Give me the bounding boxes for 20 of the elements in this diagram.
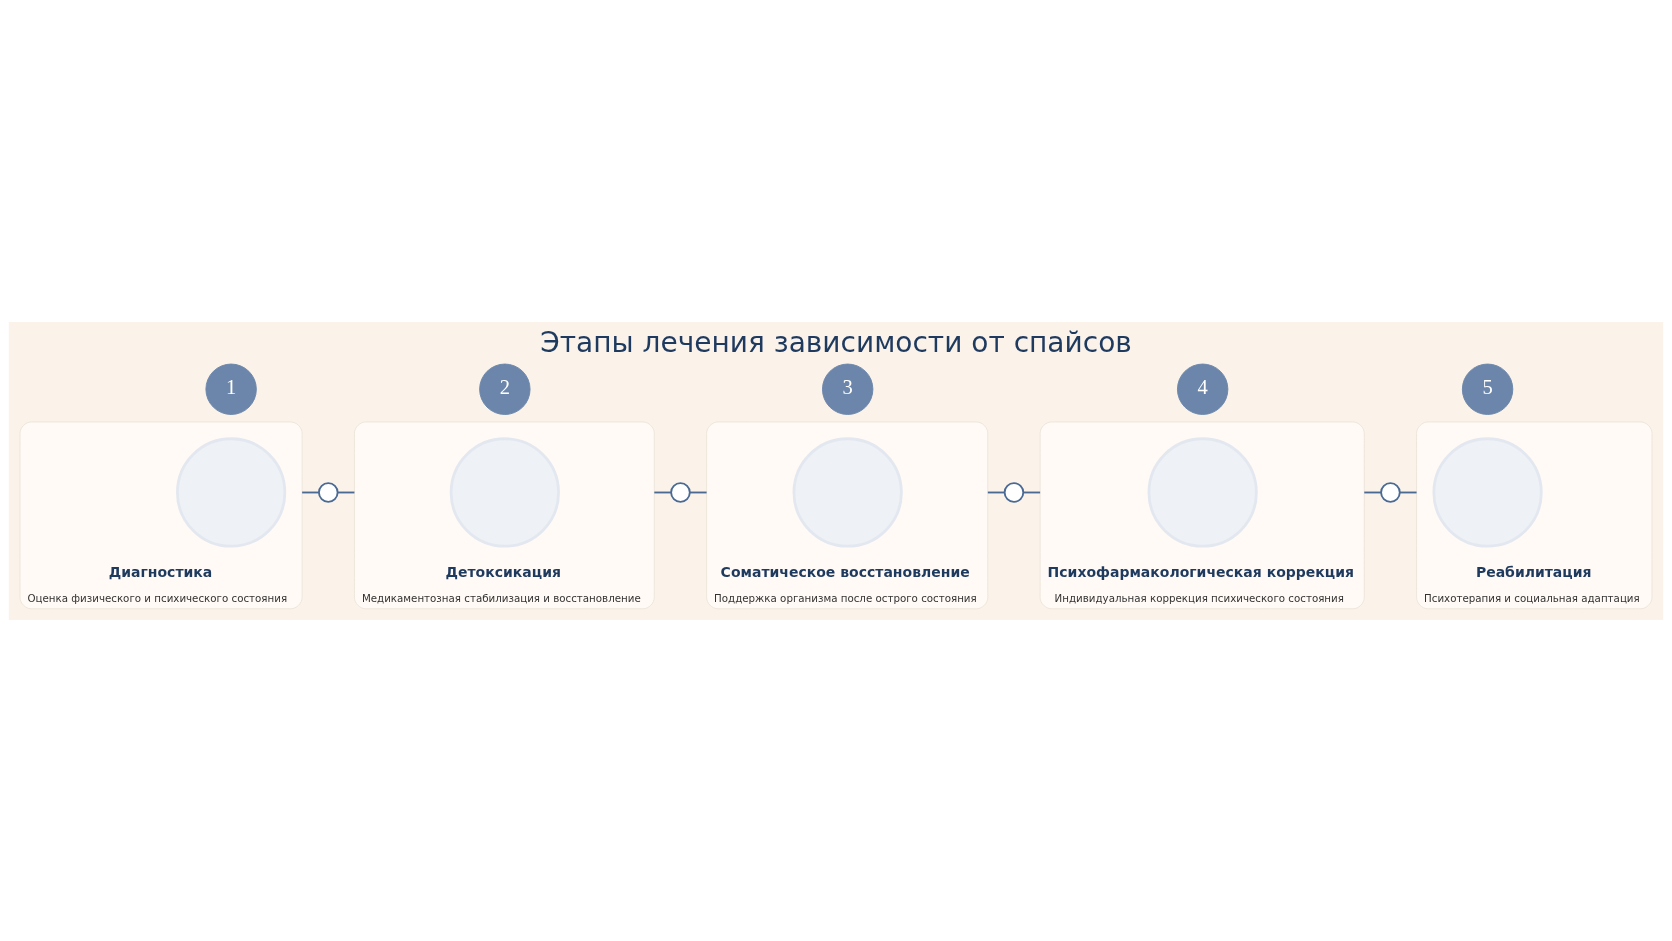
node-circle: 1 <box>205 363 257 415</box>
cluster: Детоксикация Медикаментозная стабилизация и восстановление <box>353 421 655 609</box>
diagram-title: Этапы лечения зависимости от спайсов <box>540 325 1132 359</box>
cluster: Диагностика Оценка физического и психического состояния <box>19 421 303 609</box>
node-circle <box>1432 436 1543 548</box>
node-circle <box>1380 481 1401 503</box>
node-circle <box>670 481 691 503</box>
node-circle: 3 <box>822 363 874 415</box>
cluster: Психофармакологическая коррекция Индивидуальная коррекция психического состояния <box>1039 421 1365 609</box>
cluster: Реабилитация Психотерапия и социальная адаптация <box>1416 421 1653 609</box>
node-circle <box>176 436 287 548</box>
node-circle <box>318 481 339 503</box>
node-circle: 2 <box>479 363 531 415</box>
node-circle <box>449 436 560 548</box>
node-circle: 4 <box>1176 363 1229 415</box>
node-circle <box>1003 481 1025 503</box>
node-circle: 5 <box>1461 363 1514 415</box>
node-circle <box>792 436 903 548</box>
cluster: Соматическое восстановление Поддержка организма после острого состояния <box>706 421 989 609</box>
node-circle <box>1147 436 1258 548</box>
